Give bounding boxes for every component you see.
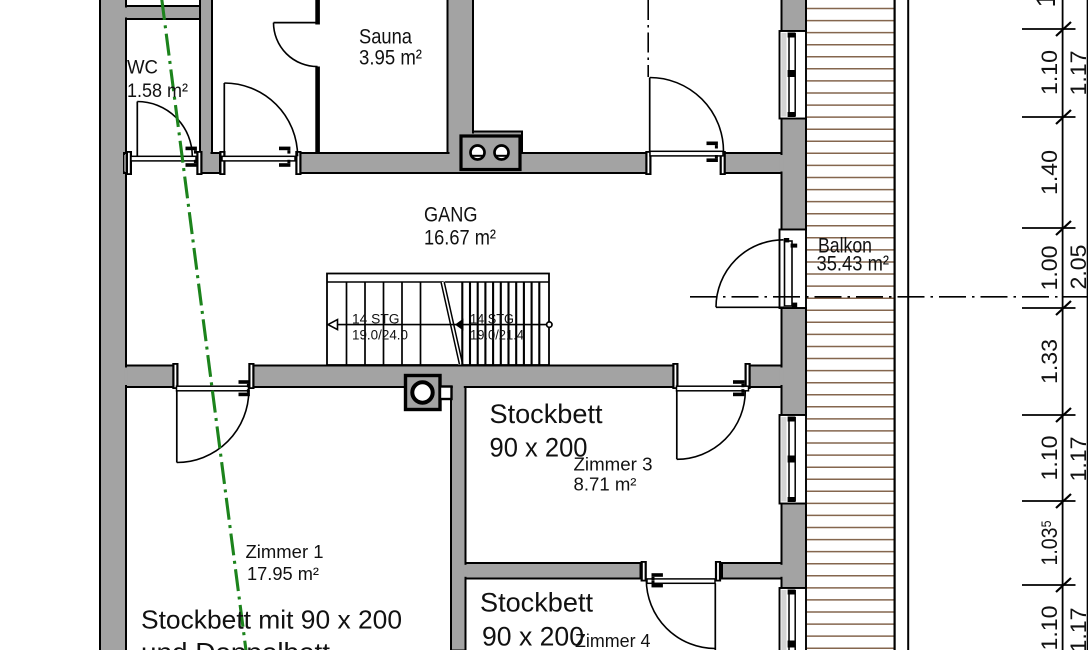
svg-text:14 STG: 14 STG [352,312,400,327]
svg-text:1.17: 1.17 [1066,51,1088,96]
svg-text:8.71 m²: 8.71 m² [574,475,637,495]
svg-text:WC: WC [127,58,158,79]
svg-text:1.035: 1.035 [1037,520,1062,565]
svg-text:1.40: 1.40 [1037,150,1062,195]
svg-text:GANG: GANG [424,204,478,227]
svg-text:2.05: 2.05 [1066,245,1088,290]
svg-text:17.95 m²: 17.95 m² [247,564,319,584]
svg-text:Zimmer 4: Zimmer 4 [575,631,651,650]
svg-text:Stockbett mit 90 x 200: Stockbett mit 90 x 200 [141,605,402,635]
svg-text:1: 1 [1031,0,1061,8]
svg-text:35.43 m²: 35.43 m² [817,253,890,276]
svg-text:1.33: 1.33 [1037,339,1062,384]
svg-text:90 x 200: 90 x 200 [490,432,588,462]
svg-text:1.17: 1.17 [1066,437,1088,482]
svg-text:16.67 m²: 16.67 m² [424,227,496,250]
svg-text:19.0/21.4: 19.0/21.4 [470,328,524,343]
svg-text:Zimmer 3: Zimmer 3 [574,455,653,475]
svg-text:Stockbett: Stockbett [480,588,593,618]
svg-text:3.95 m²: 3.95 m² [359,47,422,70]
svg-text:19.0/24.0: 19.0/24.0 [352,328,408,343]
svg-text:14 STG: 14 STG [470,312,514,327]
svg-text:Zimmer 1: Zimmer 1 [246,542,324,562]
svg-text:1.10: 1.10 [1037,606,1062,650]
svg-text:Sauna: Sauna [359,26,412,49]
svg-text:1.10: 1.10 [1037,50,1062,95]
svg-text:1.58 m²: 1.58 m² [127,81,188,102]
svg-text:1.10: 1.10 [1037,436,1062,481]
svg-text:90 x 200: 90 x 200 [482,622,584,650]
svg-text:Stockbett: Stockbett [490,399,603,429]
svg-text:1.17: 1.17 [1066,608,1088,650]
svg-text:Balkon: Balkon [818,235,872,258]
svg-text:1.00: 1.00 [1037,246,1062,291]
svg-text:und Doppelbett: und Doppelbett [141,637,331,650]
